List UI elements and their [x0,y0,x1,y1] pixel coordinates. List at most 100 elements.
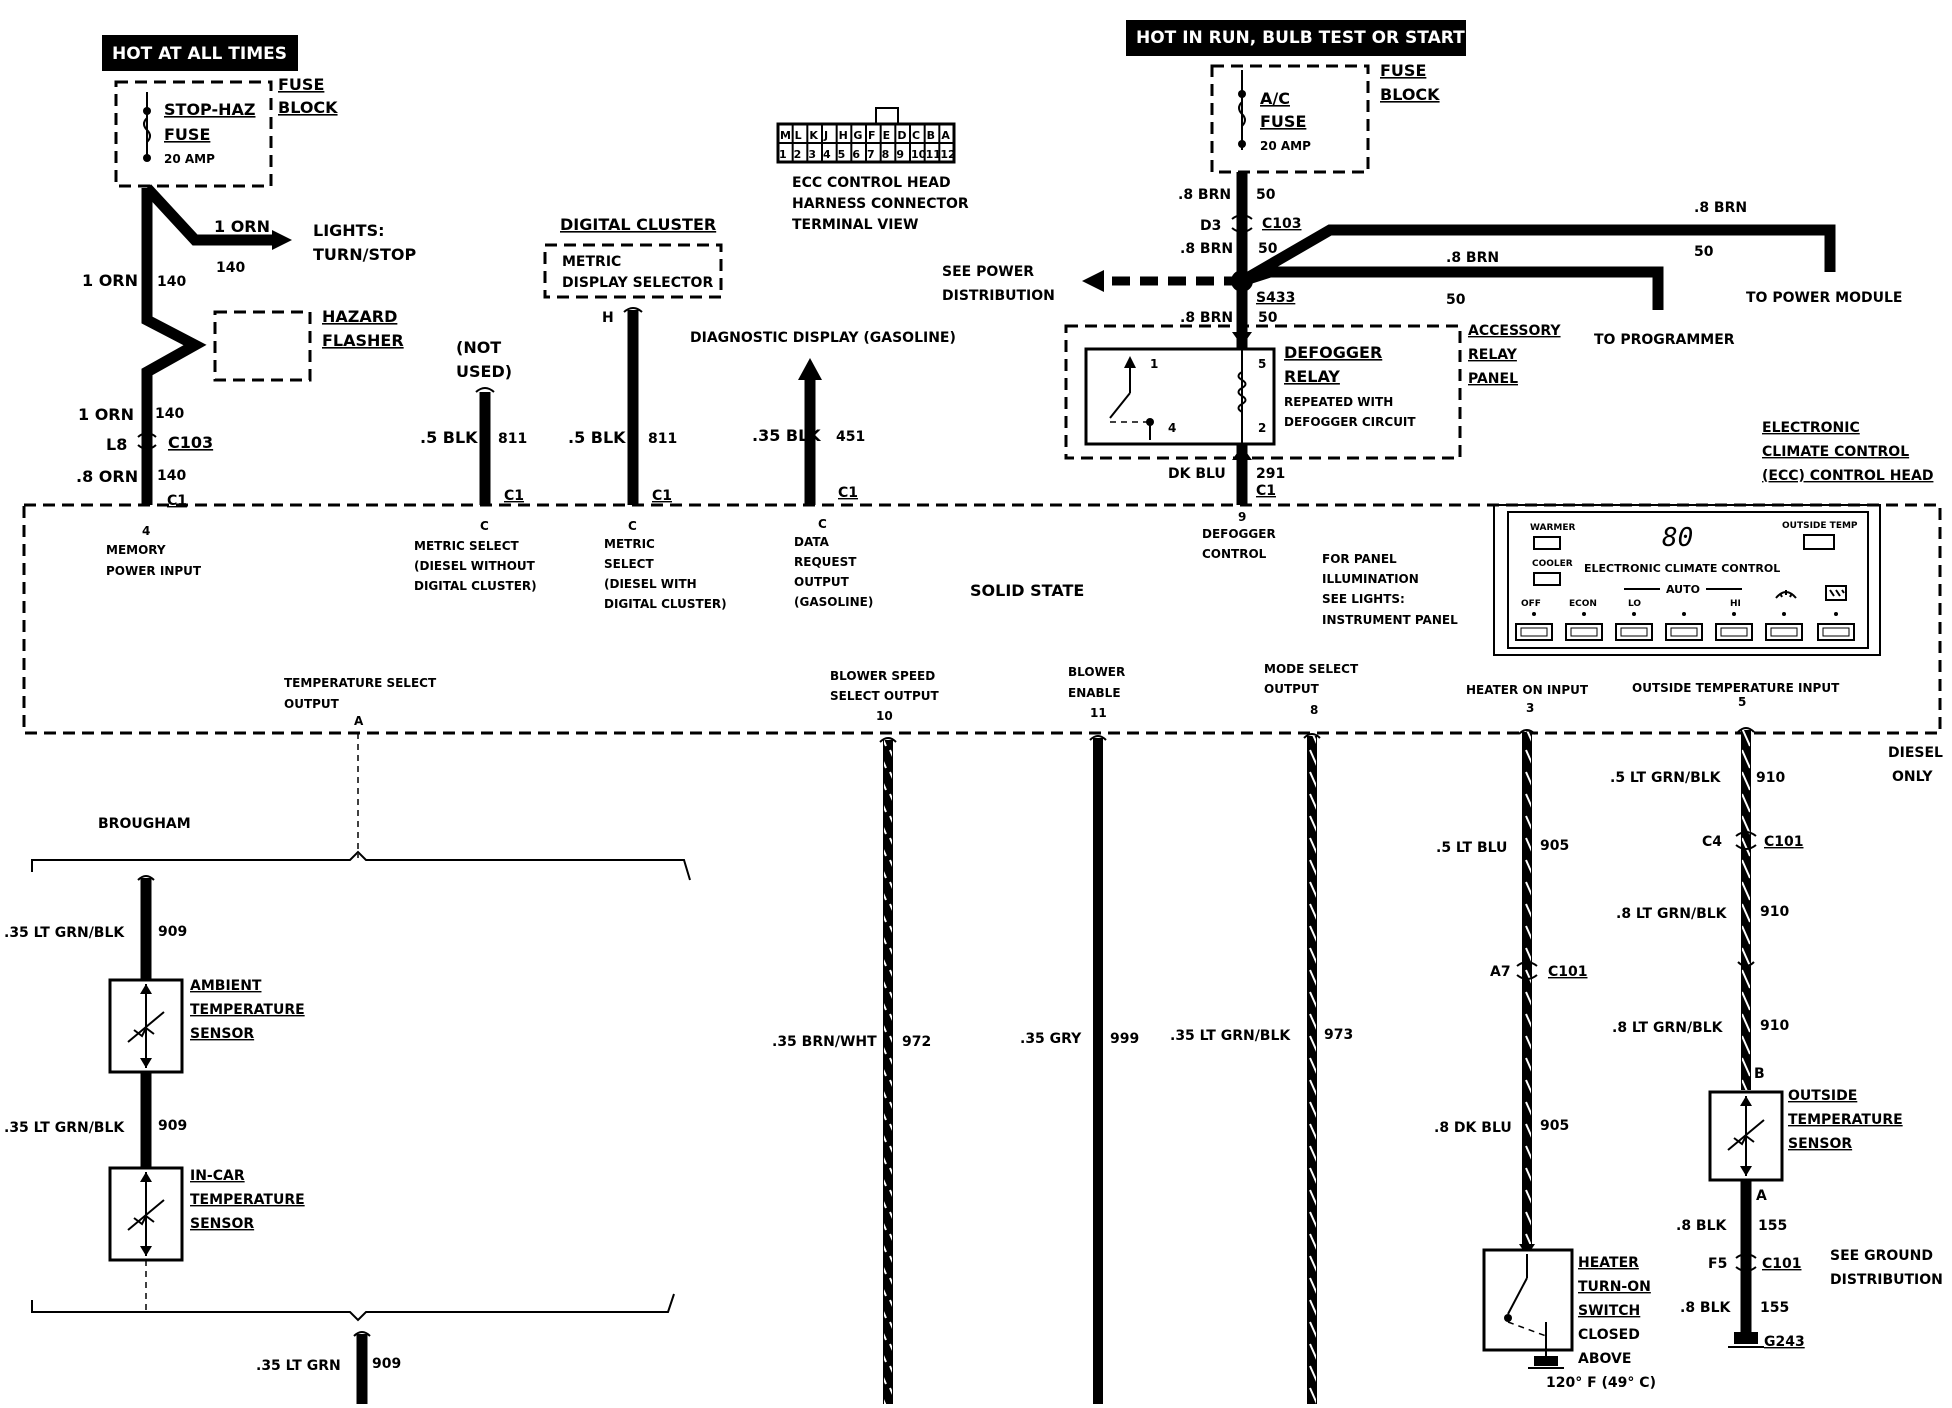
wire-50-color-2: .8 BRN [1180,241,1233,257]
accessory-relay-panel-label-2: RELAY [1468,347,1518,363]
wire-140-color-2: 1 ORN [78,405,134,424]
connector-letter: H [839,129,848,142]
not-used-label-2: USED) [456,362,512,381]
see-power-label-2: DISTRIBUTION [942,288,1055,304]
ecc-mode-button[interactable] [1615,623,1653,641]
fuse-block-label: FUSE [278,75,324,94]
pin-mode-select-l1: MODE SELECT [1264,662,1359,676]
c101-ground-name: C101 [1762,1256,1802,1272]
connector-number: 8 [882,148,890,161]
off-label: OFF [1521,599,1541,609]
lights-wire-color: 1 ORN [214,217,270,236]
ecc-mode-button[interactable] [1765,623,1803,641]
cooler-button[interactable] [1533,572,1561,586]
diagnostic-display-group: DIAGNOSTIC DISPLAY (GASOLINE) .35 BLK 45… [690,330,956,505]
hot-in-run-label: HOT IN RUN, BULB TEST OR START [1136,28,1465,48]
accessory-relay-panel [1064,324,1462,460]
wire-909-2-circuit: 909 [158,1118,187,1134]
wire-140-circuit: 140 [157,274,186,290]
ecc-mode-button[interactable] [1515,623,1553,641]
wire-910-color: .5 LT GRN/BLK [1610,770,1722,786]
ecc-mode-button[interactable] [1817,623,1855,641]
pin-temp-select-l1: TEMPERATURE SELECT [284,676,437,690]
connector-c101-heater-icon [1516,961,1538,980]
ambient-sensor-label-3: SENSOR [190,1026,254,1042]
pin-memory: 4 [142,524,150,538]
programmer-circuit: 50 [1446,292,1466,308]
in-car-sensor-label: IN-CAR [190,1168,245,1184]
connector-number: 4 [823,148,831,161]
cooler-label: COOLER [1532,559,1573,569]
wire-50-circuit-2: 50 [1258,241,1278,257]
wire-999-circuit: 999 [1110,1031,1139,1047]
ecc-mode-button[interactable] [1715,623,1753,641]
ecc-title: ELECTRONIC [1762,420,1860,436]
wire-905-2-circuit: 905 [1540,1118,1569,1134]
ground-g243-icon [1728,1332,1764,1348]
auto-label: AUTO [1666,583,1700,596]
power-module-label: TO POWER MODULE [1746,290,1902,306]
pin-metric-diesel: C [628,519,637,533]
warmer-button[interactable] [1533,536,1561,550]
panel-illum-3: SEE LIGHTS: [1322,592,1405,606]
diagnostic-color: .35 BLK [752,426,821,445]
wire-291-circuit: 291 [1256,466,1285,482]
connector-number: 11 [926,148,941,161]
heater-switch-label-3: SWITCH [1578,1303,1640,1319]
connector-number: 5 [838,148,846,161]
outside-sensor-pin-a: A [1756,1188,1767,1204]
fuse-symbol-icon [143,117,151,143]
connector-number: 3 [808,148,816,161]
wire-910-3-circuit: 910 [1760,1018,1789,1034]
solid-state-label: SOLID STATE [970,581,1084,600]
hot-at-all-times-label: HOT AT ALL TIMES [112,44,287,64]
arrow-right-icon [272,230,292,250]
defogger-relay-box [1084,347,1276,446]
pin-metric-select: C [480,519,489,533]
metric-display-selector-label: METRIC [562,254,621,270]
c1-label-140: C1 [167,493,187,509]
relay-pin-2: 2 [1258,421,1266,435]
panel-illum-4: INSTRUMENT PANEL [1322,613,1458,627]
wire-972-circuit: 972 [902,1034,931,1050]
defogger-relay-note: REPEATED WITH [1284,395,1393,409]
connector-letter: D [897,129,906,142]
diesel-only-label-2: ONLY [1892,769,1933,785]
pin-temp-select: A [354,714,364,728]
hot-in-run-group: HOT IN RUN, BULB TEST OR START A/C FUSE … [942,20,1902,505]
outside-temp-button[interactable] [1803,534,1835,550]
hot-at-all-times-banner [102,35,298,71]
connector-letter: G [853,129,862,142]
brougham-bracket-2 [31,1293,675,1322]
ecc-mode-button[interactable] [1565,623,1603,641]
connector-number: 12 [940,148,955,161]
wire-909-3-circuit: 909 [372,1356,401,1372]
pin-data-request-l2: REQUEST [794,555,857,569]
outside-sensor-label-2: TEMPERATURE [1788,1112,1903,1128]
ecc-mode-button[interactable] [1665,623,1703,641]
pin-metric-diesel-l3: (DIESEL WITH [604,577,697,591]
outside-sensor-label-3: SENSOR [1788,1136,1852,1152]
temp-display: 80 [1662,523,1693,553]
outside-temp-label: OUTSIDE TEMP [1782,521,1858,531]
pin-defogger-l1: DEFOGGER [1202,527,1276,541]
outside-sensor-label: OUTSIDE [1788,1088,1857,1104]
pin-metric-select-l3: DIGITAL CLUSTER) [414,579,537,593]
wire-140-circuit-3: 140 [157,468,186,484]
wire-973-color: .35 LT GRN/BLK [1170,1028,1291,1044]
wire-50-circuit-3: 50 [1258,310,1278,326]
pin-data-request: C [818,517,827,531]
connector-c101-outside-icon [1735,831,1757,850]
c103-right-pin: D3 [1200,218,1221,234]
wire-155-color: .8 BLK [1676,1218,1728,1234]
hot-at-all-times-group: HOT AT ALL TIMES STOP-HAZ FUSE 20 AMP FU… [76,35,417,509]
not-used-811-group: (NOT USED) .5 BLK 811 C1 [420,338,527,505]
see-ground-label-2: DISTRIBUTION [1830,1272,1943,1288]
digital-cluster-title: DIGITAL CLUSTER [560,215,716,234]
pin-metric-diesel-l4: DIGITAL CLUSTER) [604,597,727,611]
wire-999-color: .35 GRY [1020,1031,1082,1047]
wire-972-color: .35 BRN/WHT [772,1034,877,1050]
c103-name: C103 [168,433,213,452]
